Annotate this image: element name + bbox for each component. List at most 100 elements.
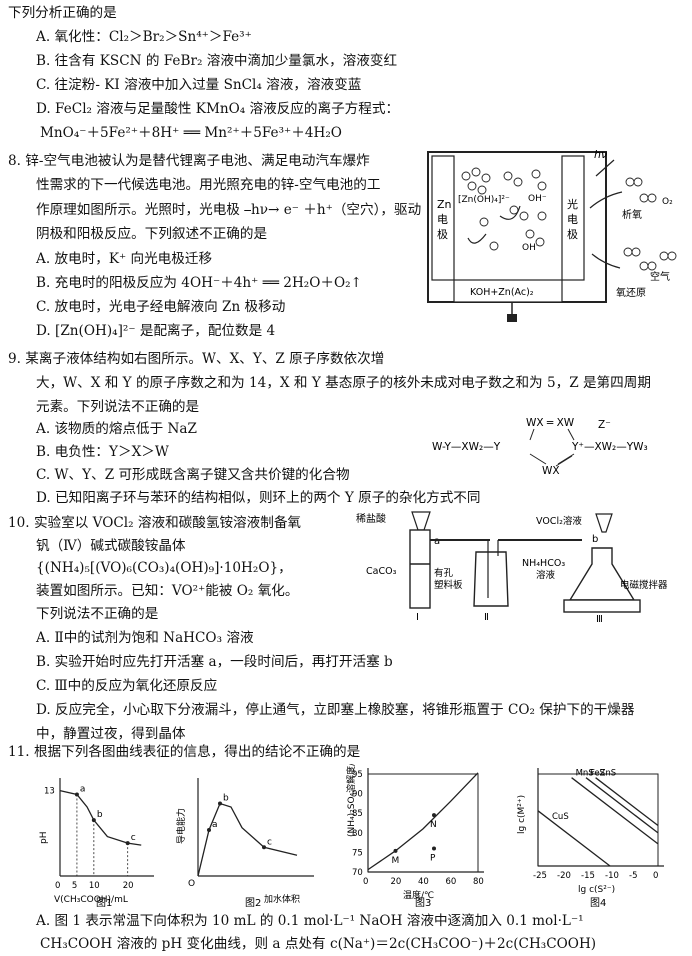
chart1-x-tick: 0 xyxy=(55,881,60,891)
chart4-series-line xyxy=(595,777,659,827)
vessel-II-label: Ⅱ xyxy=(484,612,489,623)
structure-bottom: WX xyxy=(542,465,560,477)
q8-option-b: B. 充电时的阳极反应为 4OH⁻＋4h⁺ ══ 2H₂O＋O₂↑ xyxy=(36,275,362,291)
vessel-III-label: Ⅲ xyxy=(596,614,603,625)
vessel-I-label: Ⅰ xyxy=(416,612,419,623)
chart3-x-tick: 80 xyxy=(473,877,484,887)
q9-option-a: A. 该物质的熔点低于 NaZ xyxy=(36,421,197,437)
q10-option-c: C. Ⅲ中的反应为氧化还原反应 xyxy=(36,678,218,694)
chart2-point xyxy=(207,828,211,832)
chart3-point xyxy=(393,848,398,853)
chart3-x-tick: 20 xyxy=(391,877,402,887)
chart1-point-label: c xyxy=(131,833,136,843)
chart4-x-tick: -20 xyxy=(557,871,571,881)
q8-option-a: A. 放电时，K⁺ 向光电极迁移 xyxy=(36,251,213,267)
chart4-series-line xyxy=(571,777,659,845)
stopcock-b-label: b xyxy=(592,534,598,545)
q10-option-d-1: D. 反应完全，小心取下分液漏斗，停止通气，立即塞上橡胶塞，将锥形瓶置于 CO₂… xyxy=(36,702,635,718)
electrolyte-label: KOH+Zn(Ac)₂ xyxy=(470,287,534,298)
q7-option-c: C. 往淀粉- KI 溶液中加入过量 SnCl₄ 溶液，溶液变蓝 xyxy=(36,77,362,93)
chart3-x-tick: 60 xyxy=(446,877,457,887)
q8-line-3: 作原理如图所示。光照时，光电极 ⎯hν→ e⁻ ＋h⁺（空穴），驱动 xyxy=(36,202,422,218)
chart3-y-tick: 80 xyxy=(352,829,363,839)
q10-line-2: 钒（Ⅳ）碱式碳酸铵晶体 xyxy=(36,538,186,554)
chart3-frame xyxy=(367,773,479,873)
structure-left: W-Y—XW₂—Y xyxy=(432,441,501,453)
chart3-point-label: P xyxy=(430,853,436,863)
chart4-x-tick: -15 xyxy=(581,871,595,881)
wash-bottle-II xyxy=(473,551,509,607)
chart4-series-label: FeS xyxy=(590,769,605,779)
q7-option-d-equation: MnO₄⁻＋5Fe²⁺＋8H⁺ ══ Mn²⁺＋5Fe³⁺＋4H₂O xyxy=(40,125,342,141)
zinc-air-battery-diagram: Zn 电 极 光 电 极 [Zn(OH)₄]²⁻ OH⁻ OH⁻ KOH+Zn(… xyxy=(427,148,677,322)
chart4-xlabel: lg c(S²⁻) xyxy=(578,885,615,895)
chart4-frame xyxy=(537,773,659,867)
q9-line-3: 元素。下列说法不正确的是 xyxy=(36,399,200,415)
chart2-point-label: a xyxy=(212,820,218,830)
chart1-title: 图1 xyxy=(96,897,112,909)
chart3-y-tick: 70 xyxy=(352,868,363,878)
chart3-point-label: N xyxy=(430,820,437,830)
chart4-series-label: ZnS xyxy=(600,769,617,779)
ring-bond-4 xyxy=(557,453,575,465)
chart2-series-line xyxy=(197,802,298,877)
chart3-y-tick: 75 xyxy=(352,848,363,858)
ring-bond-1 xyxy=(529,428,535,441)
chart2-point xyxy=(218,801,222,806)
chart4-x-tick: -25 xyxy=(533,871,547,881)
q10-line-5: 下列说法不正确的是 xyxy=(36,606,159,622)
chart3-x-tick: 40 xyxy=(418,877,429,887)
q9-option-d: D. 已知阳离子环与苯环的结构相似，则环上的两个 Y 原子的杂化方式不同 xyxy=(36,490,481,506)
q7-stem: 下列分析正确的是 xyxy=(8,5,117,21)
zn-electrode-label-3: 极 xyxy=(437,227,448,241)
hydroxide-label-1: OH⁻ xyxy=(528,194,547,204)
zn-electrode-label-1: Zn xyxy=(437,198,452,211)
nh4hco3-label-2: 溶液 xyxy=(536,569,556,581)
q8-line-1: 8. 锌-空气电池被认为是替代锂离子电池、满足电动汽车爆炸 xyxy=(8,153,370,169)
photo-electrode-label-1: 光 xyxy=(567,197,578,211)
chart3-y-tick: 95 xyxy=(352,770,363,780)
o2-label: O₂ xyxy=(662,197,673,207)
chart4-x-tick: 0 xyxy=(653,871,658,881)
photo-electrode-label-3: 极 xyxy=(567,227,578,241)
light-symbol: hν xyxy=(594,148,607,161)
photo-electrode xyxy=(561,155,585,281)
q8-option-d: D. [Zn(OH)₄]²⁻ 是配离子，配位数是 4 xyxy=(36,323,276,339)
structure-right: Y⁺—XW₂—YW₃ xyxy=(571,441,648,453)
chart1-y-tick: 13 xyxy=(44,787,55,797)
structure-top-group: WX ═ XW xyxy=(526,417,575,429)
chart3-point-label: M xyxy=(392,856,400,866)
q11-stem: 11. 根据下列各图曲线表征的信息，得出的结论不正确的是 xyxy=(8,744,361,760)
q7-option-d: D. FeCl₂ 溶液与足量酸性 KMnO₄ 溶液反应的离子方程式： xyxy=(36,101,400,117)
ring-bond-3 xyxy=(529,453,547,465)
structure-anion: Z⁻ xyxy=(598,419,611,431)
caco3-label: CaCO₃ xyxy=(366,566,397,577)
chart4-series-line xyxy=(537,810,611,867)
electrolyte-box xyxy=(453,279,563,303)
chart1-point-label: b xyxy=(97,810,103,820)
q7-option-b: B. 往含有 KSCN 的 FeBr₂ 溶液中滴加少量氯水，溶液变红 xyxy=(36,53,398,69)
chart1-xlabel: V(CH₃COOH)/mL xyxy=(54,895,128,905)
q9-line-2: 大，W、X 和 Y 的原子序数之和为 14，X 和 Y 基态原子的核外未成对电子… xyxy=(36,375,651,391)
zn-electrode-label-2: 电 xyxy=(437,213,448,226)
plate-label-1: 有孔 xyxy=(434,567,454,579)
oxygen-evolution-label: 析氧 xyxy=(622,208,642,221)
ring-bond-5 xyxy=(555,455,573,467)
oxygen-molecules xyxy=(623,177,677,271)
q10-option-d-2: 中，静置过夜，得到晶体 xyxy=(36,726,186,742)
q9-option-b: B. 电负性：Y＞X＞W xyxy=(36,444,169,460)
stirrer-label: 电磁搅拌器 xyxy=(620,579,668,591)
chart1-x-tick: 20 xyxy=(123,881,134,891)
chart3-point xyxy=(432,813,436,818)
dropping-funnel-2 xyxy=(595,513,613,533)
q9-option-c: C. W、Y、Z 可形成既含离子键又含共价键的化合物 xyxy=(36,467,350,483)
chart2-point xyxy=(262,845,266,850)
vocl2-label: VOCl₂溶液 xyxy=(536,515,582,527)
stopcock-a-label: a xyxy=(434,536,440,547)
chart1-point xyxy=(74,792,79,797)
ring-bond-2 xyxy=(567,428,575,441)
chart4-x-tick: -10 xyxy=(605,871,619,881)
chart4-title: 图4 xyxy=(590,897,606,909)
zn-electrode xyxy=(431,155,455,281)
